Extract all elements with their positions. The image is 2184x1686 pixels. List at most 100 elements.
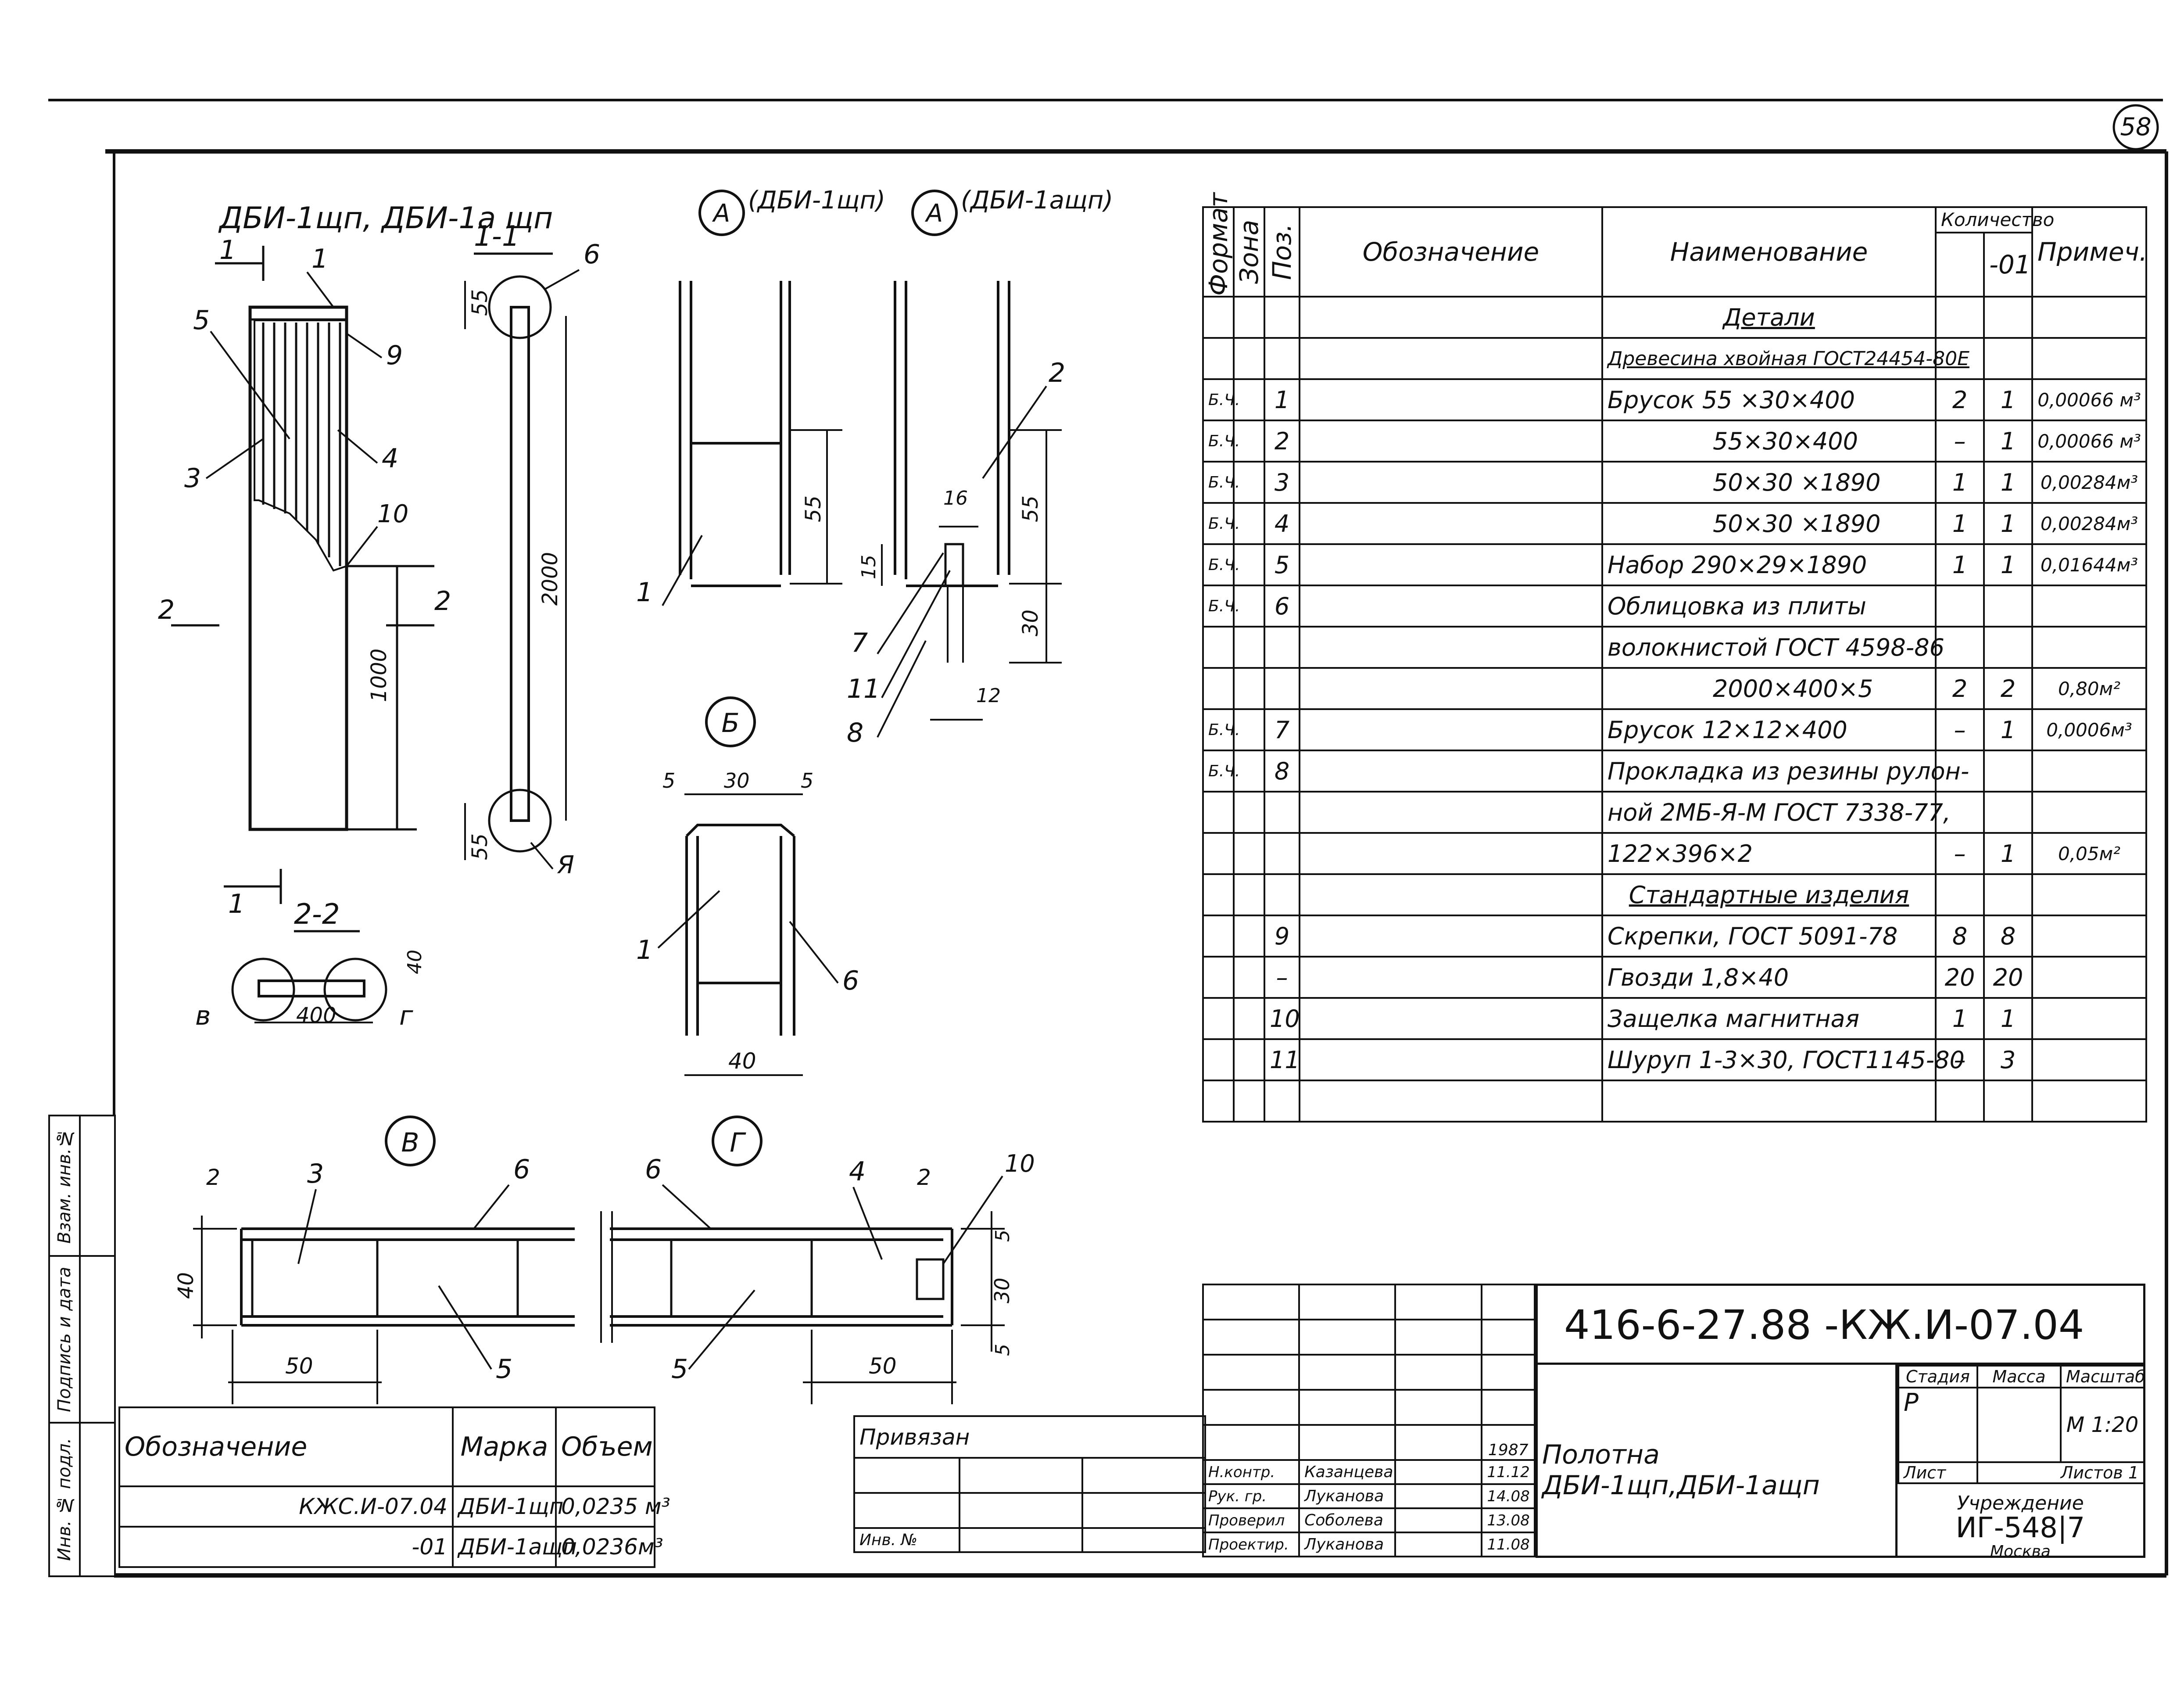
spec-cell-note: 0,00284м³ (2031, 461, 2148, 504)
dim-30-b: 30 (724, 769, 750, 793)
spec-cell-designation (1299, 502, 1603, 545)
spec-cell-format (1202, 667, 1235, 710)
col-zone: Зона (1234, 207, 1264, 297)
spec-cell-designation (1299, 832, 1603, 875)
spec-cell-note: 0,01644м³ (2031, 543, 2148, 586)
spec-row: Древесина хвойная ГОСТ24454-80Е (1202, 337, 2148, 380)
section-mark-2-left: 2 (158, 595, 175, 625)
stage-table: Стадия Масса Масштаб Р М 1:20 Лист Листо… (1898, 1365, 2145, 1484)
spec-cell-format (1202, 873, 1235, 916)
callout-6-g: 6 (645, 1154, 662, 1185)
section-1-1-view (464, 275, 567, 860)
spec-cell-qty: 1 (1935, 543, 1985, 586)
spec-cell-note: 0,00066 м³ (2031, 378, 2148, 421)
institution: ИГ-548|7 (1955, 1512, 2085, 1544)
signature-date: 13.08 (1481, 1507, 1536, 1533)
section-mark-1-bottom: 1 (228, 889, 245, 919)
spec-cell-designation (1299, 1038, 1603, 1081)
col-note: Примеч. (2031, 206, 2147, 298)
spec-cell-pos: 2 (1264, 420, 1300, 463)
spec-cell-qty (1935, 873, 1985, 916)
circle-v: В (401, 1127, 419, 1158)
spec-cell-note (2031, 1038, 2148, 1081)
spec-cell-qty (1935, 585, 1985, 628)
spec-cell-name (1601, 1080, 1937, 1123)
spec-cell-name: Брусок 12×12×400 (1601, 708, 1937, 751)
spec-cell-name: Скрепки, ГОСТ 5091-78 (1601, 915, 1937, 958)
spec-cell-name: волокнистой ГОСТ 4598-86 (1601, 626, 1944, 669)
spec-cell-name: 50×30 ×1890 (1601, 502, 1937, 545)
callout-11: 11 (847, 674, 880, 704)
callout-3-v: 3 (307, 1159, 324, 1189)
spec-cell-designation (1299, 708, 1603, 751)
spec-cell-qty-01: 8 (1983, 915, 2034, 958)
spec-cell-format: Б.Ч. (1202, 461, 1240, 504)
dim-50-g: 50 (869, 1353, 897, 1379)
detail-a2-label: (ДБИ-1ащп) (961, 186, 1113, 215)
spec-row (1202, 1080, 2148, 1123)
title-block-main: 416-6-27.88 -КЖ.И-07.04 Полотна ДБИ-1щп,… (1536, 1284, 2145, 1560)
spec-cell-zone (1233, 585, 1265, 628)
spec-cell-note (2031, 750, 2148, 793)
spec-cell-qty-01 (1983, 791, 2034, 834)
spec-cell-pos: – (1264, 956, 1300, 999)
spec-cell-qty: – (1935, 420, 1985, 463)
side-stamp: Взам. инв.№ Подпись и дата Инв. № подл. (48, 1115, 116, 1577)
signature-mark (1394, 1459, 1483, 1485)
spec-cell-name: 50×30 ×1890 (1601, 461, 1937, 504)
spec-cell-pos (1264, 791, 1300, 834)
marks-col-designation: Обозначение (118, 1406, 454, 1487)
callout-4-g: 4 (849, 1156, 866, 1187)
dim-30-g: 30 (990, 1277, 1014, 1303)
spec-cell-qty (1935, 750, 1985, 793)
spec-cell-designation (1299, 1080, 1603, 1123)
circle-g: Г (730, 1127, 746, 1158)
spec-cell-qty (1935, 1080, 1985, 1123)
sheet-title: Полотна ДБИ-1щп,ДБИ-1ащп (1538, 1365, 1898, 1558)
spec-cell-format: Б.Ч. (1202, 708, 1240, 751)
spec-cell-qty-01: 1 (1983, 543, 2034, 586)
spec-cell-name: Набор 290×29×1890 (1601, 543, 1937, 586)
spec-cell-qty: 2 (1935, 667, 1985, 710)
signature-role: Проектир. (1202, 1532, 1300, 1557)
spec-cell-pos (1264, 337, 1300, 380)
spec-cell-pos: 9 (1264, 915, 1300, 958)
callout-6-b: 6 (842, 965, 859, 996)
spec-cell-name: Брусок 55 ×30×400 (1601, 378, 1937, 421)
spec-cell-designation (1299, 997, 1603, 1040)
spec-cell-zone (1233, 667, 1265, 710)
spec-cell-pos: 11 (1264, 1038, 1300, 1081)
signature-name: Луканова (1298, 1532, 1396, 1557)
dim-55-top: 55 (468, 289, 492, 316)
spec-cell-pos: 5 (1264, 543, 1300, 586)
spec-row: ной 2МБ-Я-М ГОСТ 7338-77, (1202, 791, 2148, 834)
detail-a1-label: (ДБИ-1щп) (748, 186, 885, 215)
dim-5-g-top: 5 (992, 1230, 1014, 1242)
spec-cell-qty-01: 1 (1983, 832, 2034, 875)
spec-cell-designation (1299, 378, 1603, 421)
spec-cell-designation (1299, 337, 1603, 380)
circle-a-2: А (925, 199, 943, 228)
spec-cell-pos (1264, 667, 1300, 710)
spec-cell-zone (1233, 1038, 1265, 1081)
spec-cell-designation (1299, 543, 1603, 586)
spec-cell-designation (1299, 791, 1603, 834)
spec-cell-pos (1264, 873, 1300, 916)
spec-row: Детали (1202, 296, 2148, 339)
dim-1000: 1000 (367, 649, 391, 702)
spec-cell-format (1202, 337, 1235, 380)
spec-cell-qty: – (1935, 832, 1985, 875)
spec-cell-qty-01: 1 (1983, 461, 2034, 504)
spec-cell-name: Древесина хвойная ГОСТ24454-80Е (1601, 337, 1969, 380)
spec-cell-designation (1299, 873, 1603, 916)
spec-cell-name: Гвозди 1,8×40 (1601, 956, 1937, 999)
spec-cell-qty-01: 2 (1983, 667, 2034, 710)
spec-cell-format (1202, 791, 1235, 834)
spec-cell-format (1202, 626, 1235, 669)
city: Москва (1990, 1543, 2051, 1560)
